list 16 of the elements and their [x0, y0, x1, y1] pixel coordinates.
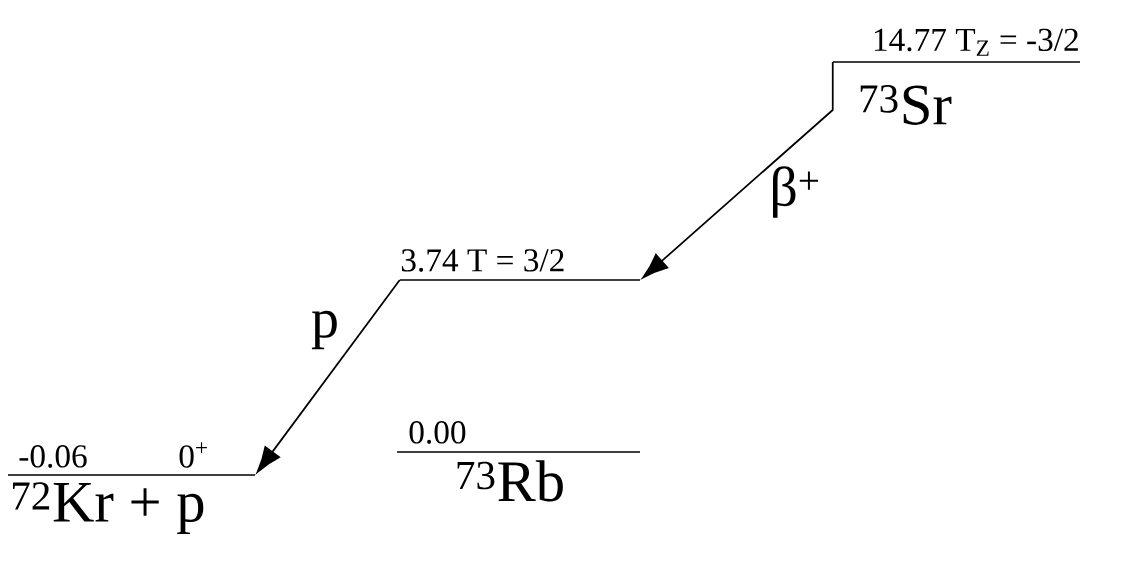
node-label: -0.06 [19, 445, 87, 468]
edge-label: p [311, 310, 337, 350]
node-label: $^{73}$Rb [457, 460, 563, 502]
node-label: 3.74 T = 3/2 [401, 249, 564, 272]
arrow [256, 279, 401, 473]
arrow [642, 61, 834, 279]
energy-level: 0.00 $^{73}$Rb [397, 421, 640, 502]
edge-label: β$^{+}$ [773, 166, 819, 218]
node-label: $^{73}$Sr [860, 85, 952, 125]
node-label: 0$^{+}$ [179, 442, 207, 468]
energy-level: 14.77 T$_{Z}$ = -3/2 $^{73}$Sr [833, 28, 1080, 125]
energy-level: -0.06 0$^{+}$ $^{72}$Kr + p [8, 442, 255, 534]
node-label: $^{72}$Kr + p [12, 482, 204, 534]
node-label: 0.00 [409, 421, 466, 444]
energy-level: 3.74 T = 3/2 [400, 249, 640, 281]
node-label: 14.77 T$_{Z}$ = -3/2 [874, 28, 1078, 56]
